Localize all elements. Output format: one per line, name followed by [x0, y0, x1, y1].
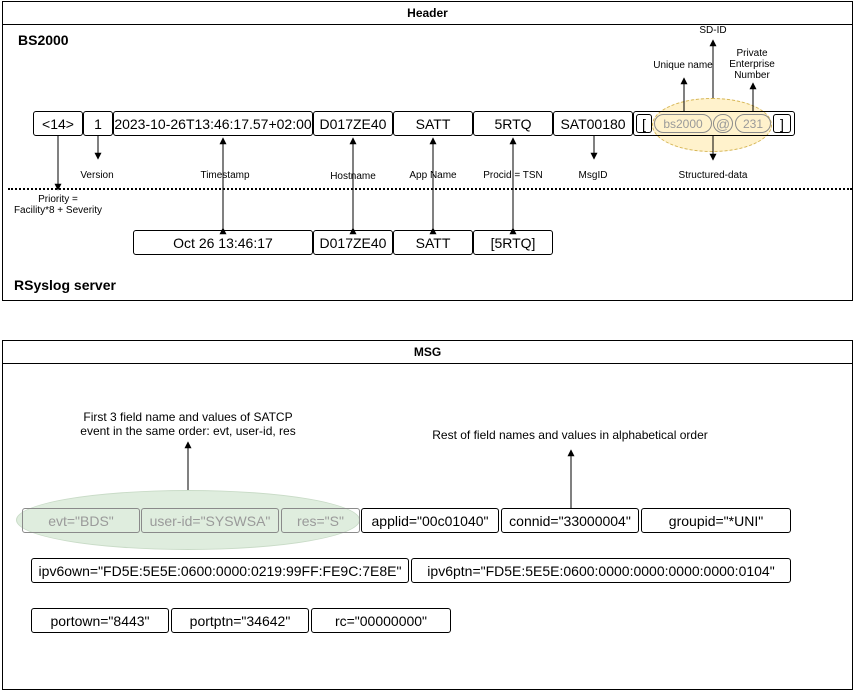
field-ipv6own: ipv6own="FD5E:5E5E:0600:0000:0219:99FF:F…: [31, 558, 409, 583]
msg-title: MSG: [3, 341, 852, 364]
timestamp-box: 2023-10-26T13:46:17.57+02:00: [113, 111, 313, 136]
field-rc: rc="00000000": [311, 608, 451, 633]
sd-name-box: bs2000: [654, 114, 712, 133]
sd-open-bracket: [: [636, 114, 652, 133]
field-res: res="S": [281, 508, 360, 533]
bs2000-label: BS2000: [18, 32, 69, 48]
priority-label: Priority = Facility*8 + Severity: [13, 194, 103, 216]
app-name-box: SATT: [393, 111, 473, 136]
server-timestamp-box: Oct 26 13:46:17: [133, 230, 313, 255]
unique-name-label: Unique name: [653, 60, 713, 71]
field-portown: portown="8443": [31, 608, 169, 633]
structured-data-highlight: [652, 98, 772, 152]
field-user-id: user-id="SYSWSA": [141, 508, 279, 533]
sd-close-bracket: ]: [773, 114, 791, 133]
note-rest-fields: Rest of field names and values in alphab…: [432, 428, 708, 442]
sd-number-box: 231: [735, 114, 771, 133]
rsyslog-label: RSyslog server: [14, 277, 116, 293]
field-portptn: portptn="34642": [171, 608, 309, 633]
pen-label: Private Enterprise Number: [729, 48, 775, 81]
sd-at-box: @: [713, 114, 733, 133]
msgid-label: MsgID: [578, 170, 608, 181]
version-label: Version: [80, 170, 114, 181]
field-evt: evt="BDS": [22, 508, 140, 533]
hostname-box: D017ZE40: [313, 111, 393, 136]
field-applid: applid="00c01040": [361, 508, 499, 533]
field-ipv6ptn: ipv6ptn="FD5E:5E5E:0600:0000:0000:0000:0…: [411, 558, 791, 583]
field-groupid: groupid="*UNI": [641, 508, 791, 533]
header-title: Header: [3, 2, 852, 25]
note-first-fields: First 3 field name and values of SATCP e…: [80, 410, 296, 438]
msgid-box: SAT00180: [553, 111, 633, 136]
sd-id-label: SD-ID: [699, 25, 727, 36]
structured-data-box: [633, 111, 795, 136]
procid-box: 5RTQ: [473, 111, 553, 136]
structured-data-label: Structured-data: [678, 170, 748, 181]
field-connid: connid="33000004": [501, 508, 639, 533]
version-box: 1: [83, 111, 113, 136]
priority-box: <14>: [33, 111, 83, 136]
